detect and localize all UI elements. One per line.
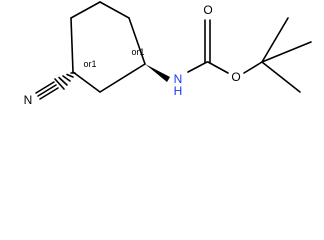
tbutyl-methyl-up bbox=[261, 17, 289, 63]
n-carbonyl-bond bbox=[187, 61, 208, 73]
nitrile-nitrogen-label: N bbox=[24, 93, 33, 107]
ring-bond-6 bbox=[70, 1, 101, 19]
ring-bond-2 bbox=[128, 17, 146, 65]
tbutyl-methyl-down bbox=[261, 61, 301, 93]
solid-wedge-bond bbox=[145, 64, 170, 82]
carbamate-chain bbox=[187, 17, 312, 93]
ring-bond-1 bbox=[99, 1, 130, 19]
amine-hydrogen-label: H bbox=[174, 84, 183, 98]
amine-label: H N bbox=[174, 72, 183, 98]
ring-bond-4 bbox=[72, 71, 101, 93]
carbonyl-ester-bond bbox=[207, 61, 229, 74]
ester-oxygen-label: O bbox=[231, 70, 240, 84]
chemical-structure: N H N O O or1 or1 bbox=[24, 1, 312, 107]
stereo-label-c1: or1 bbox=[131, 47, 144, 57]
stereo-label-c3: or1 bbox=[83, 59, 96, 69]
nitrile-triple-bond bbox=[35, 81, 59, 100]
cyclohexane-ring bbox=[70, 1, 146, 93]
carbonyl-oxygen-label: O bbox=[203, 3, 212, 17]
hashed-wedge-bond bbox=[54, 72, 76, 90]
ring-bond-3 bbox=[99, 63, 146, 93]
amine-nitrogen-label: N bbox=[174, 72, 183, 86]
tbutyl-methyl-right bbox=[261, 41, 312, 63]
ester-tbutyl-bond bbox=[243, 61, 263, 74]
ring-bond-5 bbox=[70, 17, 74, 73]
